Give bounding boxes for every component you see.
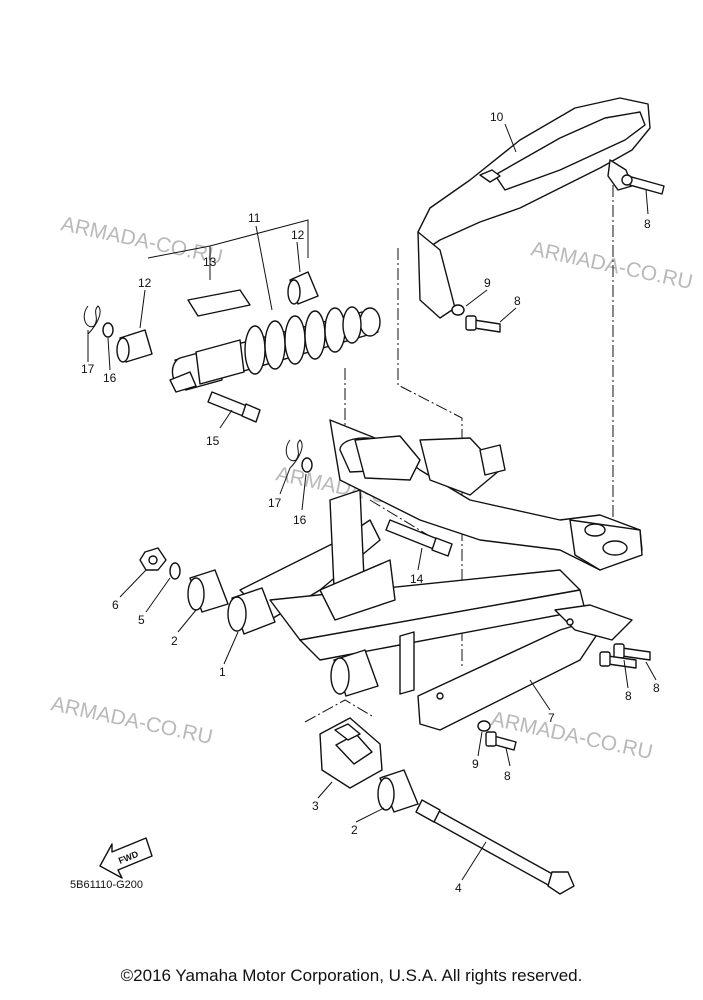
callout-number: 8: [653, 681, 660, 695]
bolt-part-15: [207, 391, 261, 423]
clip-part-17: [285, 439, 303, 469]
bushing-part-1: [330, 649, 379, 697]
callout-number: 9: [484, 276, 491, 290]
collar-part-2: [377, 769, 419, 813]
callout-number: 1: [219, 665, 226, 679]
callout-number: 12: [291, 228, 305, 242]
callout-number: 8: [514, 294, 521, 308]
collar-part-12: [287, 271, 319, 305]
callout-number: 5: [138, 613, 145, 627]
callout-number: 14: [410, 572, 424, 586]
washer-part-16: [102, 322, 114, 338]
washer-part-16: [301, 457, 313, 473]
callout-number: 16: [293, 513, 307, 527]
shaft-part-14: [385, 519, 453, 557]
forward-arrow-icon: FWD: [99, 837, 153, 879]
callout-number: 8: [625, 689, 632, 703]
callout-number: 12: [138, 276, 152, 290]
callout-number: 4: [455, 881, 462, 895]
bolt-part-8: [485, 731, 517, 751]
chain-guard-part-10: [417, 97, 651, 319]
collar-part-2: [187, 569, 229, 613]
callout-number: 11: [248, 211, 261, 225]
copyright-notice: ©2016 Yamaha Motor Corporation, U.S.A. A…: [120, 966, 583, 985]
callout-number: 17: [268, 496, 282, 510]
bracket-part-7: [417, 604, 633, 731]
washer-part-9: [451, 304, 465, 316]
callout-number: 8: [504, 769, 511, 783]
pivot-bolt-part-4: [415, 799, 575, 895]
callout-number: 7: [548, 711, 555, 725]
swingarm: [239, 419, 643, 695]
callout-number: 16: [103, 371, 117, 385]
nut-part-6: [139, 547, 167, 571]
watermark: ARMADA-CO.RU: [529, 237, 695, 294]
diagram-code: 5B61110-G200: [70, 879, 143, 891]
callout-number: 2: [351, 823, 358, 837]
watermark: ARMADA-CO.RU: [59, 212, 225, 269]
collar-part-12: [116, 329, 153, 363]
bolt-part-8: [599, 651, 637, 669]
callout-number: 17: [81, 362, 95, 376]
label-part-13: [187, 289, 251, 317]
callout-number: 3: [312, 799, 319, 813]
bolt-part-8: [621, 174, 665, 195]
guide-part-3: [319, 717, 383, 789]
callout-number: 8: [644, 217, 651, 231]
washer-part-9: [477, 720, 491, 732]
rear-shock-absorber-part-11: [171, 306, 381, 391]
callout-number: 10: [490, 110, 504, 124]
callout-number: 9: [472, 757, 479, 771]
callout-number: 15: [206, 434, 220, 448]
leader-lines: [87, 123, 657, 881]
clip-part-17: [83, 305, 101, 335]
bolt-part-8: [465, 315, 501, 333]
callout-number: 2: [171, 634, 178, 648]
callout-number: 13: [203, 255, 217, 269]
washer-part-5: [169, 562, 181, 580]
watermark: ARMADA-CO.RU: [49, 692, 215, 749]
bushing-part-1: [227, 587, 276, 635]
shock-end-bushing: [169, 371, 197, 393]
watermark: ARMADA-CO.RU: [489, 707, 655, 764]
callout-number: 6: [112, 598, 119, 612]
